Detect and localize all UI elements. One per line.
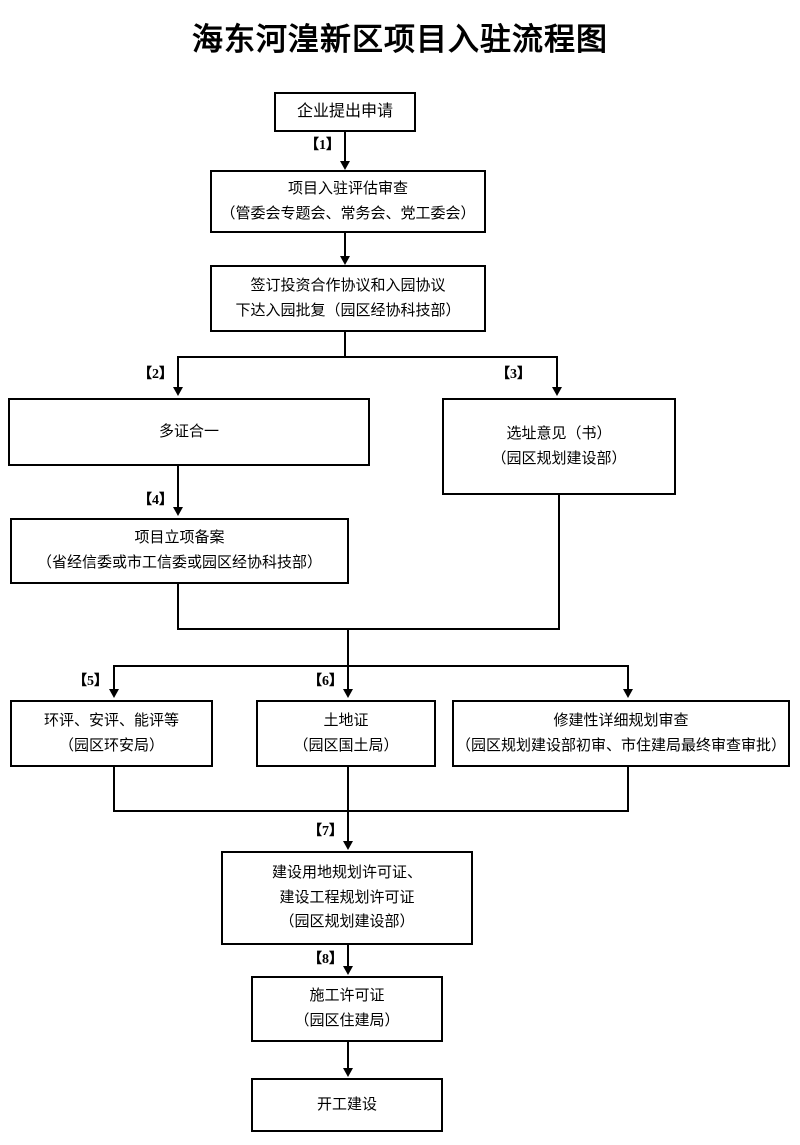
step-label-6: 【6】 (308, 674, 343, 689)
split-bar-5-6 (113, 665, 629, 667)
connector-review-to-agreement (344, 233, 346, 257)
node-review-line-2: （管委会专题会、常务会、党工委会） (220, 205, 476, 222)
connector-agreement-down (344, 332, 346, 356)
node-agreement-line-1: 签订投资合作协议和入园协议 (250, 277, 446, 294)
arrowhead-construction-to-start (343, 1068, 353, 1077)
node-project-filing-line-1: 项目立项备案 (134, 530, 225, 547)
arrowhead-multicert-to-filing (173, 507, 183, 516)
node-land-certificate-line-2: （园区国土局） (293, 737, 399, 754)
step-label-8: 【8】 (308, 952, 343, 967)
page-title: 海东河湟新区项目入驻流程图 (192, 22, 608, 57)
node-review: 项目入驻评估审查 （管委会专题会、常务会、党工委会） (210, 170, 486, 233)
connector-branch-6 (347, 665, 349, 690)
connector-permits-to-construction (347, 945, 349, 967)
arrowhead-permits-to-construction (343, 966, 353, 975)
node-site-opinion: 选址意见（书） （园区规划建设部） (442, 398, 676, 495)
connector-detailed-plan-down (627, 767, 629, 812)
node-planning-permits-line-2: 建设工程规划许可证 (279, 889, 415, 906)
step-label-1: 【1】 (305, 138, 340, 153)
node-apply-line-1: 企业提出申请 (296, 102, 393, 120)
merge-bar-5-6-plan (113, 810, 629, 812)
node-planning-permits-line-3: （园区规划建设部） (279, 914, 415, 931)
node-multicert: 多证合一 (8, 398, 370, 466)
connector-apply-to-review (344, 132, 346, 162)
step-label-7: 【7】 (308, 824, 343, 839)
node-assessments-line-2: （园区环安局） (58, 737, 164, 754)
node-planning-permits-line-1: 建设用地规划许可证、 (271, 864, 422, 881)
node-detailed-plan-review: 修建性详细规划审查 （园区规划建设部初审、市住建局最终审查审批） (452, 700, 790, 767)
node-detailed-plan-review-line-2: （园区规划建设部初审、市住建局最终审查审批） (455, 737, 786, 754)
connector-site-opinion-down (558, 495, 560, 630)
arrowhead-branch-2 (173, 387, 183, 396)
step-label-2: 【2】 (138, 367, 173, 382)
node-multicert-line-1: 多证合一 (158, 423, 219, 440)
arrowhead-branch-5 (109, 689, 119, 698)
connector-construction-to-start (347, 1042, 349, 1069)
connector-branch-5 (113, 665, 115, 690)
connector-filing-down (177, 584, 179, 630)
step-label-3: 【3】 (496, 367, 531, 382)
node-site-opinion-line-1: 选址意见（书） (506, 425, 612, 442)
node-planning-permits: 建设用地规划许可证、 建设工程规划许可证 （园区规划建设部） (221, 851, 473, 945)
arrowhead-branch-3 (552, 387, 562, 396)
node-construction-permit-line-1: 施工许可证 (309, 988, 385, 1005)
split-bar-2-3 (177, 356, 558, 358)
node-apply: 企业提出申请 (274, 92, 416, 132)
node-construction-permit-line-2: （园区住建局） (294, 1013, 400, 1029)
arrowhead-to-planning-permits (343, 841, 353, 850)
node-agreement: 签订投资合作协议和入园协议 下达入园批复（园区经协科技部） (210, 265, 486, 332)
arrowhead-branch-6 (343, 689, 353, 698)
merge-bar-filing-site (177, 628, 560, 630)
connector-branch-detailed-plan (627, 665, 629, 690)
connector-branch-2 (177, 356, 179, 388)
step-label-4: 【4】 (138, 493, 173, 508)
node-land-certificate-line-1: 土地证 (323, 712, 369, 729)
node-assessments: 环评、安评、能评等 （园区环安局） (10, 700, 213, 767)
connector-assessments-down (113, 767, 115, 812)
node-start-construction-line-1: 开工建设 (316, 1096, 377, 1113)
arrowhead-review-to-agreement (340, 256, 350, 265)
node-review-line-1: 项目入驻评估审查 (287, 180, 408, 197)
node-start-construction: 开工建设 (251, 1078, 443, 1132)
node-detailed-plan-review-line-1: 修建性详细规划审查 (553, 712, 689, 729)
node-construction-permit: 施工许可证 （园区住建局） (251, 976, 443, 1042)
connector-branch-3 (556, 356, 558, 388)
connector-merge-to-split-5-6 (347, 628, 349, 666)
node-project-filing: 项目立项备案 （省经信委或市工信委或园区经协科技部） (10, 518, 349, 584)
node-land-certificate: 土地证 （园区国土局） (256, 700, 436, 767)
arrowhead-branch-detailed-plan (623, 689, 633, 698)
arrowhead-apply-to-review (340, 161, 350, 170)
node-assessments-line-1: 环评、安评、能评等 (43, 712, 179, 729)
step-label-5: 【5】 (73, 674, 108, 689)
node-agreement-line-2: 下达入园批复（园区经协科技部） (235, 302, 461, 319)
connector-land-certificate-down (347, 767, 349, 841)
node-site-opinion-line-2: （园区规划建设部） (491, 450, 627, 467)
connector-multicert-to-filing (177, 466, 179, 508)
node-project-filing-line-2: （省经信委或市工信委或园区经协科技部） (36, 555, 322, 571)
